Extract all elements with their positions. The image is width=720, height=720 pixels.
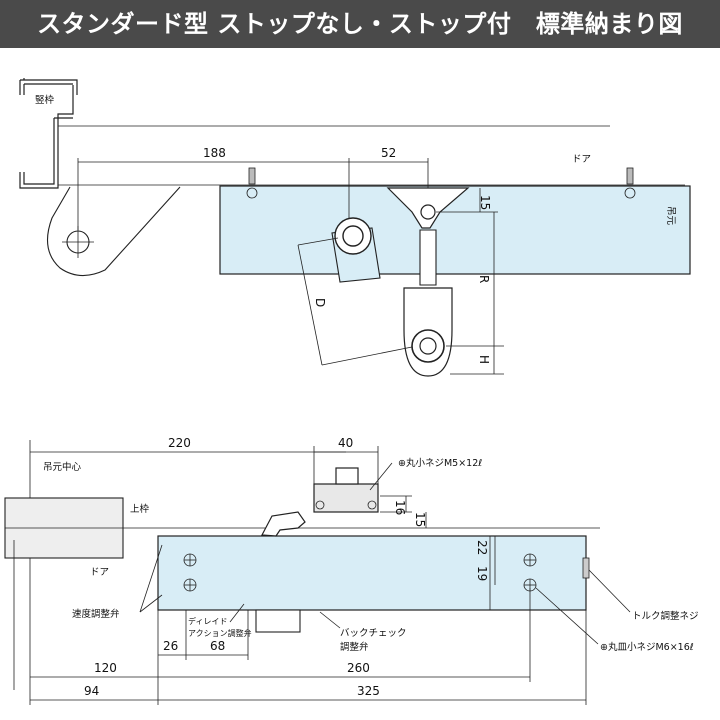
backcheck-leader	[319, 611, 341, 629]
top-view: 竪枠 ドア 吊元 188 52	[19, 78, 691, 377]
dim-120: 120	[94, 661, 117, 675]
action-valve-label: アクション調整弁	[188, 628, 252, 638]
dim-22: 22	[475, 540, 489, 555]
body-screw-3	[523, 553, 537, 567]
forearm-pivot	[411, 329, 445, 363]
speed-valve-label: 速度調整弁	[72, 608, 120, 620]
body-screw-1	[183, 553, 197, 567]
screw-m6-label: ⊕丸皿小ネジM6×16ℓ	[600, 641, 694, 653]
dim-188: 188	[203, 146, 226, 160]
installation-drawing: 竪枠 ドア 吊元 188 52	[4, 78, 699, 705]
torque-screw	[582, 557, 590, 579]
forearm-pivot-inner	[419, 337, 437, 355]
hinge-mark: 吊元	[665, 206, 676, 226]
arm-pivot-outer	[334, 217, 372, 255]
bracket-hole	[420, 204, 436, 220]
arm-pivot-inner	[342, 225, 364, 247]
screw-m5-label: ⊕丸小ネジM5×12ℓ	[398, 457, 482, 469]
pinion-bracket	[313, 483, 379, 513]
dim-68: 68	[210, 639, 225, 653]
backcheck-label-1: バックチェック	[340, 628, 407, 639]
frame-profile	[19, 78, 78, 189]
frame-label: 竪枠	[35, 94, 55, 106]
rod-link	[419, 229, 437, 286]
door-screw-right	[624, 167, 636, 199]
door-label-front: ドア	[90, 567, 109, 578]
dim-220: 220	[168, 436, 191, 450]
pivot-center-label: 吊元中心	[43, 461, 82, 473]
dim-94: 94	[84, 684, 99, 698]
hinge-bracket	[46, 186, 181, 277]
dim-40: 40	[338, 436, 353, 450]
body-screw-2	[183, 578, 197, 592]
speed-leader-1	[139, 544, 163, 613]
delay-label: ディレイド	[188, 616, 227, 626]
door-bracket	[386, 187, 470, 229]
torque-leader	[588, 569, 631, 613]
m5-leader	[369, 462, 393, 491]
head-frame-label: 上枠	[130, 503, 150, 515]
dim-r: R	[477, 275, 491, 283]
dim-325: 325	[357, 684, 380, 698]
dim-15-front: 15	[413, 512, 427, 527]
dim-16: 16	[393, 500, 407, 515]
front-view: 吊元中心 上枠 ドア 220 40 ⊕丸小ネジM5×12ℓ	[4, 436, 699, 705]
closer-body-top	[219, 185, 691, 275]
dim-15-top: 15	[478, 195, 492, 210]
dim-260: 260	[347, 661, 370, 675]
dim-h: H	[477, 355, 491, 364]
door-screw-left	[246, 167, 258, 199]
dim-52: 52	[381, 146, 396, 160]
pinion-cap	[335, 467, 359, 485]
m6-leader	[535, 587, 599, 645]
dim-d-ext	[321, 346, 413, 366]
closer-body-front	[157, 535, 587, 611]
backcheck-label-2: 調整弁	[340, 641, 369, 653]
page-title: スタンダード型 ストップなし・ストップ付 標準納まり図	[37, 10, 683, 38]
door-label-top: ドア	[572, 154, 591, 165]
bracket-screw-left	[315, 500, 325, 510]
dim-26: 26	[163, 639, 178, 653]
speed-leader-2	[139, 594, 163, 613]
front-arm	[261, 511, 306, 537]
dim-d-line	[297, 244, 323, 366]
dim-19: 19	[475, 566, 489, 581]
bracket-screw-right	[367, 500, 377, 510]
dim-d-ext2	[297, 237, 339, 246]
delay-leader	[229, 603, 245, 623]
torque-screw-label: トルク調整ネジ	[632, 610, 699, 622]
title-bar: スタンダード型 ストップなし・ストップ付 標準納まり図	[0, 0, 720, 48]
dim-d: D	[313, 298, 327, 307]
piston-housing	[255, 609, 301, 633]
